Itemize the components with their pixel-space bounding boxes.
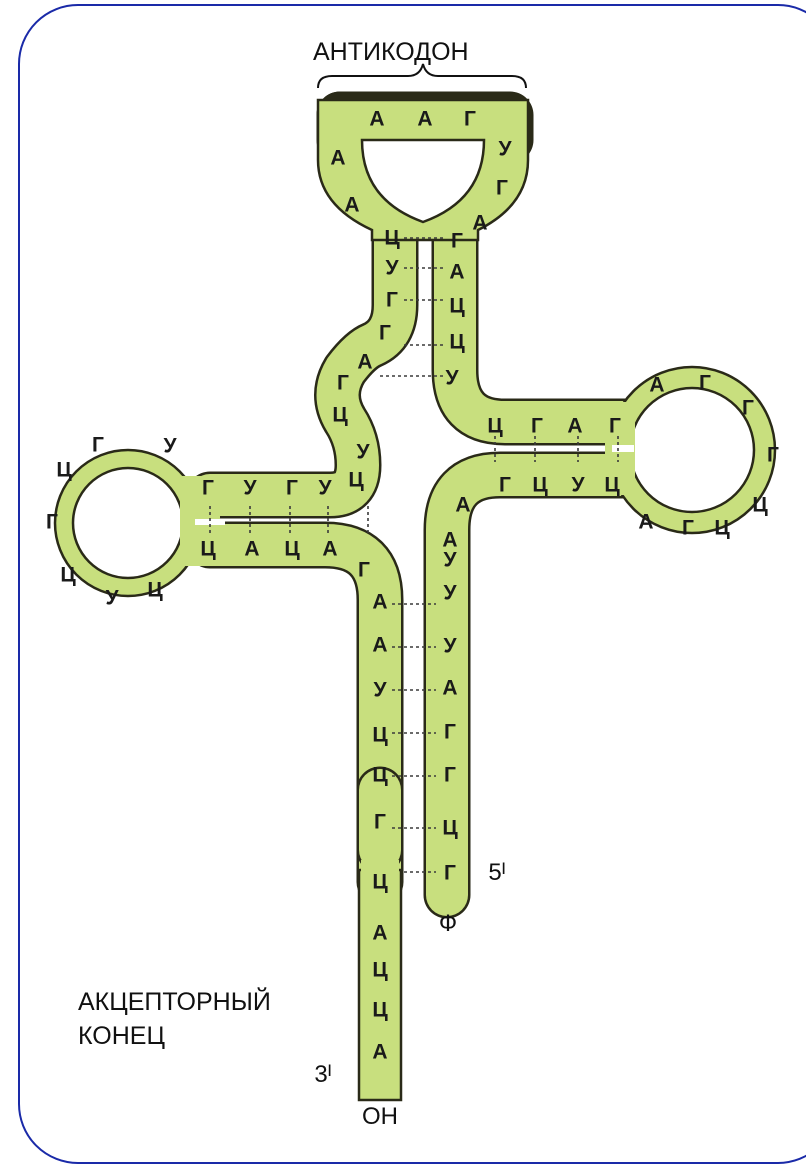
base: Ц <box>487 415 503 438</box>
phi-label: Ф <box>439 910 457 937</box>
base: А <box>472 212 487 235</box>
base: А <box>649 374 664 397</box>
base: Г <box>444 721 456 744</box>
base: А <box>369 108 384 131</box>
base: Ц <box>372 871 388 894</box>
base: Ц <box>147 579 163 602</box>
base: Г <box>379 322 391 345</box>
base: У <box>105 587 119 610</box>
base: У <box>356 441 370 464</box>
trna-backbone <box>55 100 775 895</box>
base: А <box>372 591 387 614</box>
base: А <box>344 194 359 217</box>
base: У <box>498 138 512 161</box>
base: А <box>330 147 345 170</box>
base: Г <box>337 372 349 395</box>
base: Ц <box>752 494 768 517</box>
base: А <box>372 1041 387 1064</box>
base: А <box>442 677 457 700</box>
acceptor-label-line2: КОНЕЦ <box>78 1022 165 1050</box>
base: А <box>638 511 653 534</box>
base: Г <box>499 474 511 497</box>
base: Г <box>92 434 104 457</box>
base: У <box>243 477 257 500</box>
base: А <box>449 261 464 284</box>
base: Ц <box>60 564 76 587</box>
base: Г <box>531 415 543 438</box>
base: Г <box>682 517 694 540</box>
base: Г <box>358 559 370 582</box>
anticodon-brace <box>318 64 526 88</box>
base: А <box>372 634 387 657</box>
base: У <box>385 257 399 280</box>
base: Ц <box>372 959 388 982</box>
base: Г <box>374 811 386 834</box>
base: Ц <box>372 999 388 1022</box>
base: У <box>373 679 387 702</box>
base: Ц <box>332 404 348 427</box>
base: Г <box>451 230 463 253</box>
base: У <box>443 582 457 605</box>
base: Ц <box>348 469 364 492</box>
base: А <box>417 108 432 131</box>
base: Ц <box>200 538 216 561</box>
base: У <box>163 435 177 458</box>
base: Г <box>286 477 298 500</box>
base: Ц <box>449 331 465 354</box>
oh-label: ОН <box>362 1103 398 1130</box>
anticodon-label: АНТИКОДОН <box>313 38 469 66</box>
base: Г <box>609 415 621 438</box>
base: Ц <box>604 474 620 497</box>
base: А <box>372 922 387 945</box>
base: Г <box>386 289 398 312</box>
base: Ц <box>442 817 458 840</box>
base: Ц <box>284 538 300 561</box>
hydrogen-bonds <box>210 238 618 1100</box>
base: Г <box>767 444 779 467</box>
base: А <box>567 415 582 438</box>
trna-diagram: А А Г А А У Г А Ц У Г Г Г А Ц Ц У А Г Ц … <box>0 0 806 1137</box>
base: Г <box>699 372 711 395</box>
base: У <box>571 474 585 497</box>
base: Ц <box>714 517 730 540</box>
base: Г <box>444 862 456 885</box>
base: Г <box>464 108 476 131</box>
base: А <box>357 351 372 374</box>
base: Г <box>742 397 754 420</box>
base: Г <box>46 511 58 534</box>
base: Ц <box>449 295 465 318</box>
base: У <box>443 635 457 658</box>
base: Ц <box>384 227 400 250</box>
base: Г <box>444 764 456 787</box>
base: У <box>443 549 457 572</box>
base: Г <box>496 177 508 200</box>
base: А <box>244 538 259 561</box>
five-prime-label: 5ᴵ <box>488 859 505 886</box>
base: Г <box>202 477 214 500</box>
base: У <box>445 367 459 390</box>
base: Ц <box>372 764 388 787</box>
base: Ц <box>532 474 548 497</box>
base: У <box>318 477 332 500</box>
base: А <box>322 538 337 561</box>
three-prime-label: 3ᴵ <box>314 1061 331 1088</box>
base: Ц <box>372 724 388 747</box>
base: А <box>455 494 470 517</box>
acceptor-label-line1: АКЦЕПТОРНЫЙ <box>78 986 271 1016</box>
base: Ц <box>56 459 72 482</box>
